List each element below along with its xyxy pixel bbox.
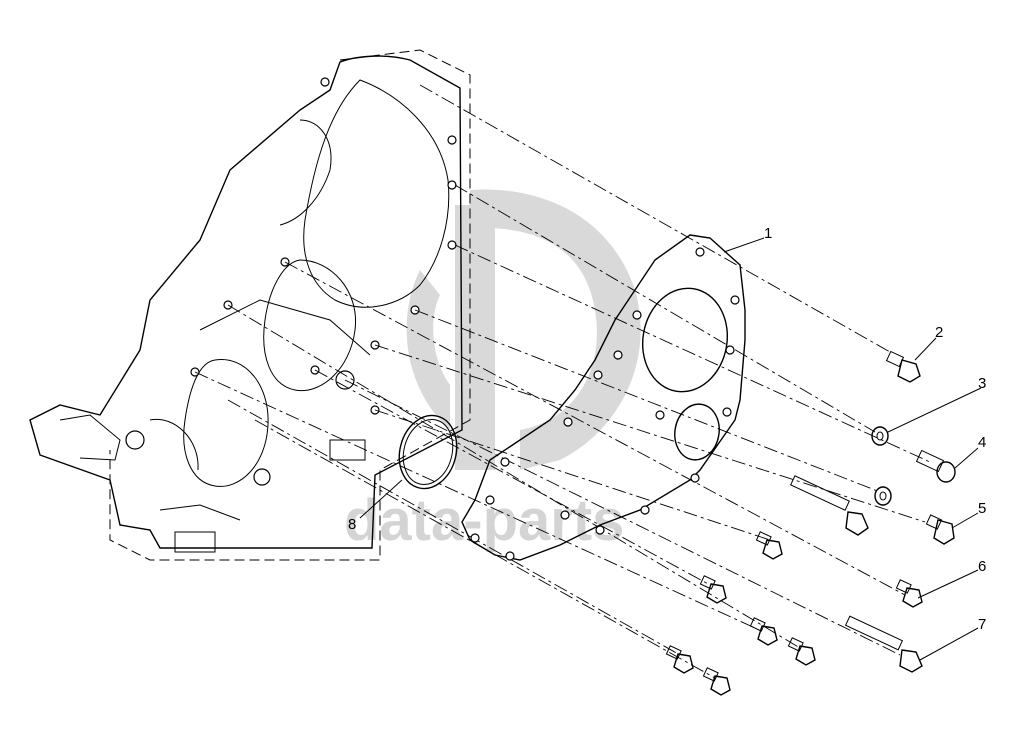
callout-4: 4 [978,434,986,451]
flange-bolt-2 [885,350,921,383]
callout-3: 3 [978,375,986,392]
callout-leaders [359,237,982,661]
long-bolt-5a [790,475,869,536]
callout-7: 7 [978,616,986,633]
flange-bolt-6 [895,579,923,608]
callout-6: 6 [978,558,986,575]
watermark-logo: data-parts [344,189,641,553]
flange-bolt-6b [755,531,783,560]
callout-2: 2 [935,324,943,341]
o-ring [398,414,458,490]
small-bolt-d [702,667,731,696]
watermark-text: data-parts [344,488,624,553]
alignment-lines [194,84,931,679]
callout-8: 8 [348,516,356,533]
engine-housing [29,49,471,561]
hex-bolt-5 [925,514,955,545]
fasteners [665,350,956,696]
small-bolt-a [749,617,778,646]
washer-3 [871,426,889,446]
washer-5 [874,486,892,506]
flange-bolt-6c [699,575,727,604]
long-flange-bolt-7 [844,615,923,673]
cap-screw-4 [915,449,956,483]
callout-1: 1 [764,225,772,242]
callout-5: 5 [978,500,986,517]
small-bolt-b [787,637,816,666]
front-cover-plate [461,234,746,561]
small-bolt-c [665,645,694,674]
callout-numbers: 1 2 3 4 5 6 7 8 [348,225,986,633]
